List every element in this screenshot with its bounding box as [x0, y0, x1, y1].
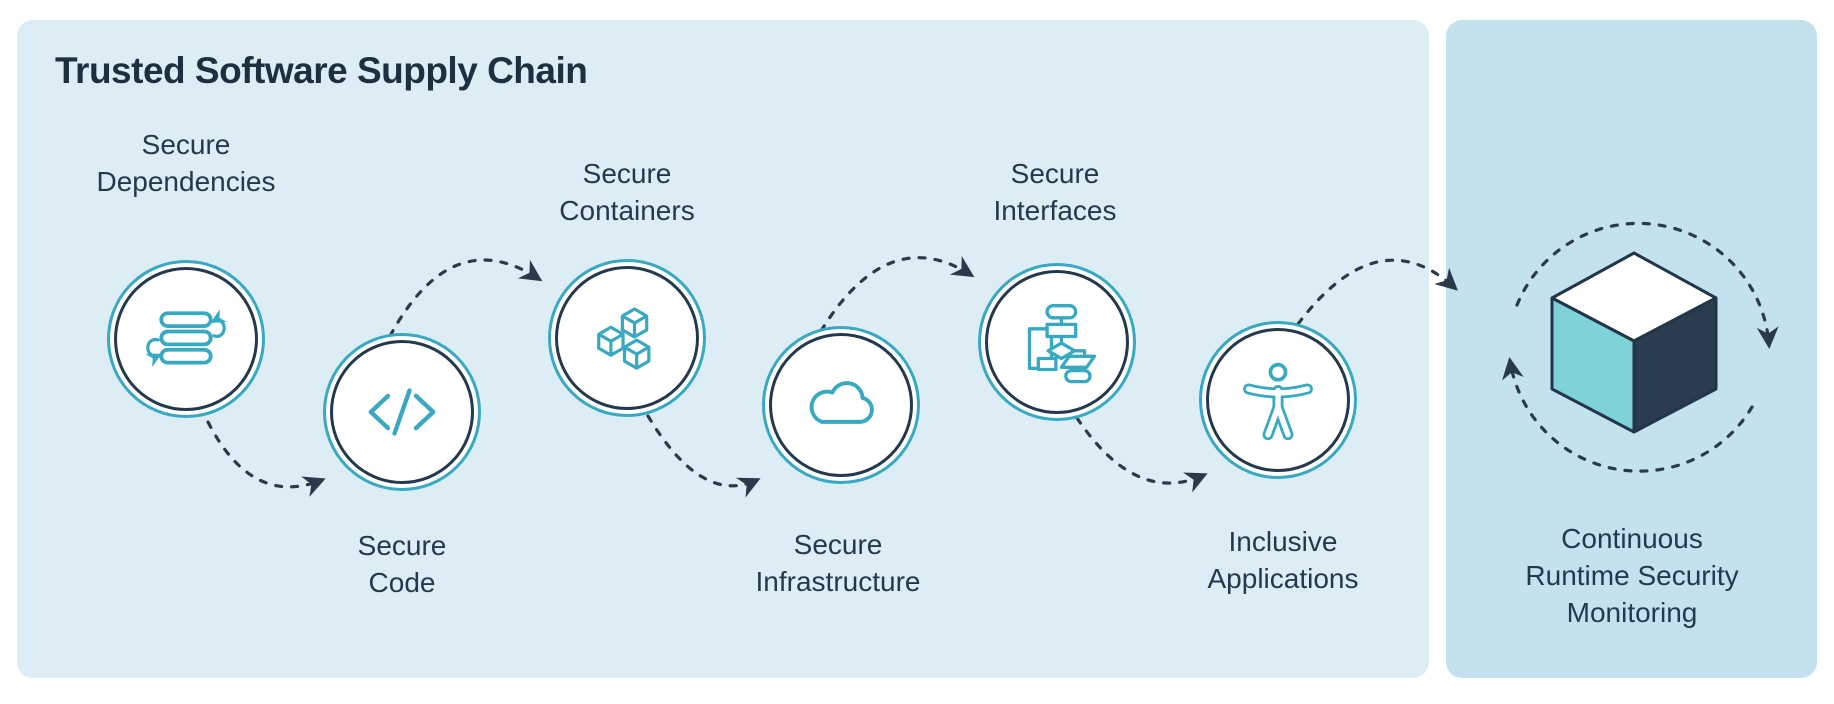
flowchart-bottom-pill [1064, 368, 1092, 384]
cube-small-top-right [620, 307, 649, 339]
stack-sync-icon [145, 309, 227, 367]
cube-small-bottom-right [622, 338, 651, 370]
node-circle [330, 340, 474, 484]
node-secure-dependencies [107, 260, 265, 418]
code-icon [368, 388, 436, 436]
flowchart-diamond [1046, 341, 1077, 361]
flowchart-top-pill [1045, 304, 1078, 320]
node-secure-interfaces [978, 263, 1136, 421]
label-continuous-runtime-security-monitoring: Continuous Runtime Security Monitoring [1525, 523, 1739, 628]
node-inclusive-applications [1199, 321, 1357, 479]
accessibility-icon [1243, 362, 1313, 441]
node-circle [555, 266, 699, 410]
accessibility-head [1268, 362, 1288, 382]
flowchart-parallelogram [1059, 354, 1097, 369]
cloud-icon [809, 381, 874, 424]
label-inclusive-applications: Inclusive Applications [1207, 526, 1359, 594]
node-circle [114, 267, 258, 411]
node-circle [769, 333, 913, 477]
node-secure-infrastructure [762, 326, 920, 484]
flowchart-small-rect [1036, 356, 1058, 372]
label-secure-interfaces: Secure Interfaces [993, 158, 1117, 226]
diagram-title: Trusted Software Supply Chain [55, 50, 588, 91]
label-secure-infrastructure: Secure Infrastructure [755, 529, 921, 597]
node-secure-code [323, 333, 481, 491]
node-circle [1206, 328, 1350, 472]
label-secure-containers: Secure Containers [559, 158, 695, 226]
flowchart-icon [1027, 304, 1097, 384]
label-secure-dependencies: Secure Dependencies [96, 129, 276, 197]
containers-icon [597, 307, 651, 370]
node-secure-containers [548, 259, 706, 417]
label-secure-code: Secure Code [357, 530, 447, 598]
flowchart-process-rect [1045, 322, 1078, 339]
cube-small-left [597, 325, 625, 357]
node-circle [985, 270, 1129, 414]
